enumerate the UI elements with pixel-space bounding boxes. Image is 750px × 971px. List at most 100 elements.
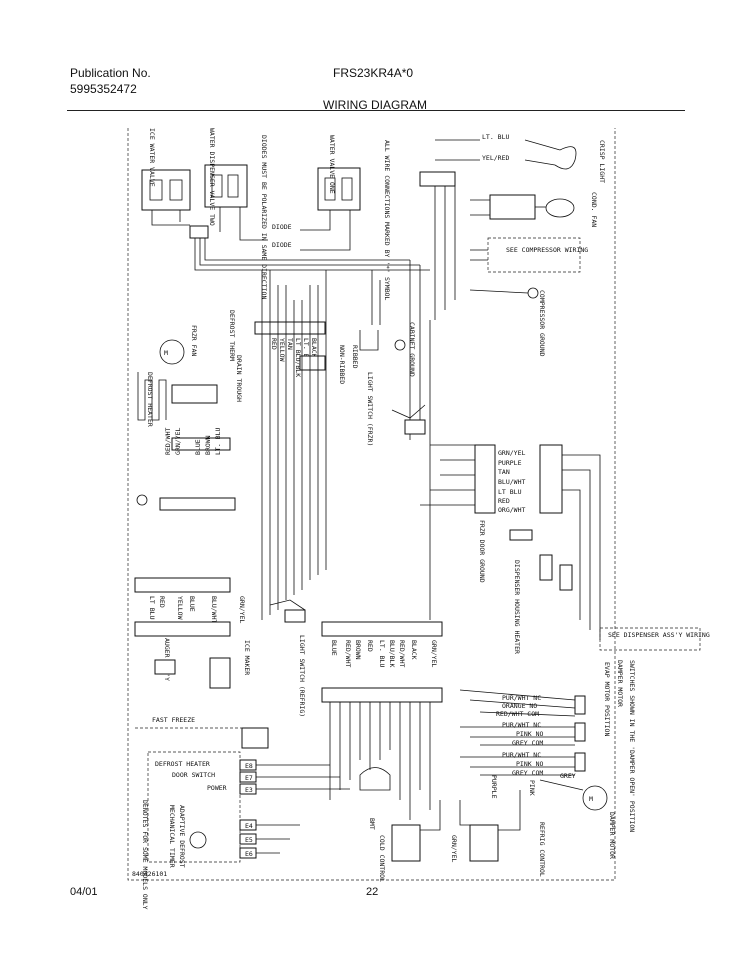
svg-text:BLACK: BLACK [310, 338, 318, 358]
non-ribbed-label: NON-RIBBED [338, 345, 346, 384]
fast-freeze-label: FAST FREEZE [152, 716, 195, 724]
wire-lt-blu-top: LT. BLU [482, 133, 509, 141]
svg-text:PINK NO: PINK NO [516, 730, 543, 738]
svg-text:PUR/WHT NC: PUR/WHT NC [502, 721, 541, 729]
refrig-control-label: REFRIG CONTROL [538, 822, 546, 877]
svg-text:E5: E5 [245, 836, 253, 844]
svg-text:RED: RED [158, 596, 166, 608]
cond-fan-label: COND. FAN [590, 192, 598, 227]
fast-freeze-switch [241, 727, 269, 749]
svg-text:E8: E8 [245, 762, 253, 770]
svg-text:RED: RED [366, 640, 374, 652]
cold-control-box [391, 824, 421, 862]
diagram-title: WIRING DIAGRAM [323, 98, 427, 112]
model-number: FRS23KR4A*0 [333, 66, 414, 80]
top-connector [419, 171, 456, 187]
defrost-heater-connector-label: DEFROST HEATER [155, 760, 210, 768]
defrost-connector [171, 384, 218, 404]
door-ground-plug [509, 529, 533, 541]
svg-text:GRN/YEL: GRN/YEL [498, 449, 525, 457]
compressor-ground-label: COMPRESSOR GROUND [538, 290, 546, 357]
svg-text:RED/WHT: RED/WHT [164, 428, 172, 455]
evap-motor-position-label: EVAP MOTOR POSITION [603, 662, 611, 736]
ice-water-valve: ICE WATER VALVE [141, 128, 191, 211]
water-dispenser-valve: WATER DISPENSER VALVE TWO [204, 128, 248, 226]
svg-text:ORANGE NO: ORANGE NO [502, 702, 537, 710]
svg-text:BLUE: BLUE [188, 596, 196, 612]
left-harness-connector-bottom [134, 621, 231, 637]
svg-text:RED/WHT: RED/WHT [344, 640, 352, 667]
switches-note: SWITCHES SHOWN IN THE 'DAMPER OPEN' POSI… [628, 660, 636, 832]
frzr-fan: M FRZR FAN [159, 325, 198, 365]
svg-text:BROWN: BROWN [204, 435, 212, 455]
svg-text:PUR/WHT NC: PUR/WHT NC [502, 751, 541, 759]
defrost-therm-label: DEFROST THERM [228, 310, 236, 361]
crisp-light: CRISP LIGHT [554, 140, 606, 183]
header-rule [67, 110, 685, 111]
adaptive-defrost-label: ADAPTIVE DEFROST [178, 805, 186, 868]
frzr-fan-label: FRZR FAN [190, 325, 198, 356]
publication-label: Publication No. [70, 66, 151, 80]
main-harness-connector [321, 621, 443, 637]
freezer-harness-plug [299, 355, 326, 371]
svg-text:LT BLU/BLK: LT BLU/BLK [294, 338, 302, 377]
freezer-harness-colors: BLACK LT. BLU LT BLU/BLK TAN YELLOW RED [270, 338, 318, 377]
freezer-harness-connector [254, 321, 326, 335]
wire-connections-note: ALL WIRE CONNECTIONS MARKED BY '*' SYMBO… [383, 140, 391, 301]
grey-wire-label: GREY [560, 772, 576, 780]
publication-number: 5995352472 [70, 82, 137, 96]
svg-text:ORG/WHT: ORG/WHT [498, 506, 525, 514]
diagram-border [127, 128, 616, 881]
svg-text:E4: E4 [245, 822, 253, 830]
damper-motor: M DAMPER MOTOR [582, 785, 616, 859]
defrost-harness-colors: BROWN BLUE GRN/YEL RED/WHT LT. BLU [164, 428, 222, 455]
ice-maker-label: ICE MAKER [243, 640, 251, 675]
drawing-code: 840426101 [132, 870, 167, 878]
light-switch-refrig: LIGHT SWITCH (REFRIG) [269, 599, 306, 717]
evap-coil [359, 767, 391, 791]
svg-text:GRN/YEL: GRN/YEL [174, 428, 182, 455]
svg-text:BLUE: BLUE [330, 640, 338, 656]
freezer-ground-icon [136, 494, 148, 506]
damper-switch-1: PUR/WHT NC ORANGE NO RED/WHT COM [496, 694, 586, 718]
svg-text:BLU/WHT: BLU/WHT [498, 478, 525, 486]
ice-water-valve-label: ICE WATER VALVE [148, 128, 156, 187]
auger-motor [154, 659, 176, 675]
damper-switch-3: PUR/WHT NC PINK NO GREY COM [502, 751, 586, 777]
left-mid-connector [159, 497, 236, 511]
svg-text:M: M [164, 349, 168, 357]
left-harness-connector-top [134, 577, 231, 593]
light-switch-frzr-label: LIGHT SWITCH (FRZR) [366, 372, 374, 446]
dispenser-connector [474, 444, 496, 514]
adaptive-defrost-box: DEFROST HEATER DOOR SWITCH POWER ADAPTIV… [147, 751, 241, 868]
svg-text:GREY COM: GREY COM [512, 739, 543, 747]
frzr-door-ground-label: FRZR DOOR GROUND [478, 520, 486, 583]
svg-text:LT BLU: LT BLU [148, 596, 156, 620]
svg-text:TAN: TAN [498, 468, 510, 476]
light-switch-refrig-label: LIGHT SWITCH (REFRIG) [298, 635, 306, 717]
pink-wire-label: PINK [528, 780, 536, 796]
defrost-harness-connector [171, 437, 231, 451]
dispenser-connector-2 [539, 444, 563, 514]
left-harness-colors: RED YELLOW BLUE LT BLU BLU/WHT GRN/YEL [148, 596, 246, 623]
dispenser-fuse-1 [539, 554, 553, 581]
svg-text:YELLOW: YELLOW [176, 596, 184, 620]
ice-maker-box [209, 657, 231, 689]
svg-text:YELLOW: YELLOW [278, 338, 286, 362]
svg-text:BLU/BLK: BLU/BLK [388, 640, 396, 667]
main-harness-colors: BLUE RED/WHT BROWN RED LT. BLU BLU/BLK R… [330, 640, 438, 667]
svg-text:BROWN: BROWN [354, 640, 362, 660]
diodes-note: DIODES MUST BE POLARIZED IN SAME DIRECTI… [260, 135, 268, 299]
water-valve-one-label: WATER VALVE ONE [328, 135, 336, 194]
door-switch-label: DOOR SWITCH [172, 771, 215, 779]
svg-text:LT BLU: LT BLU [498, 488, 522, 496]
some-models-note: DENOTES FOR SOME MODELS ONLY [141, 800, 149, 910]
water-valve-one: WATER VALVE ONE [317, 135, 361, 211]
svg-text:PINK NO: PINK NO [516, 760, 543, 768]
svg-text:RED: RED [270, 338, 278, 350]
svg-text:RED/WHT: RED/WHT [398, 640, 406, 667]
damper-motor-label: DAMPER MOTOR [616, 660, 624, 707]
see-compressor-wiring: SEE COMPRESSOR WIRING [487, 237, 588, 273]
svg-text:E3: E3 [245, 786, 253, 794]
cond-fan: COND. FAN [489, 192, 598, 227]
